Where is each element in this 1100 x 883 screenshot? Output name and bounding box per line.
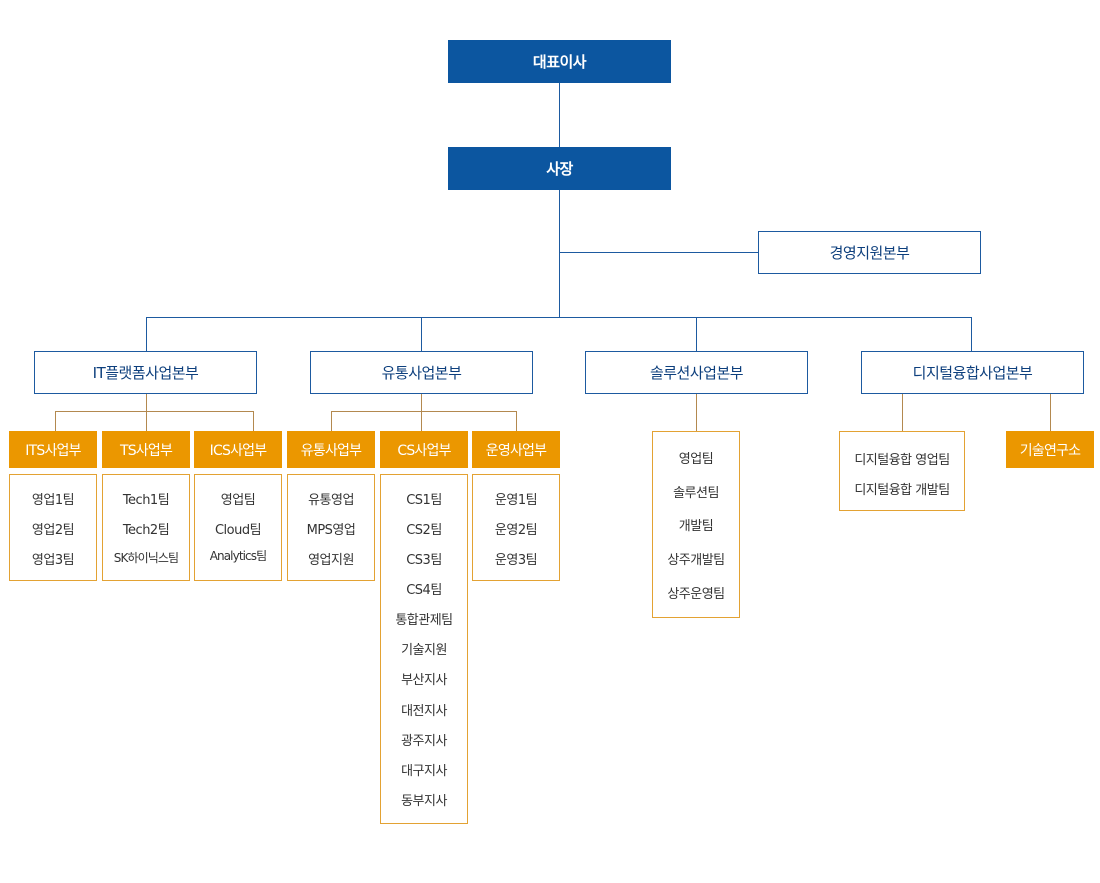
team-item: 광주지사 bbox=[401, 734, 447, 749]
connector-distribution-bus bbox=[331, 411, 517, 412]
team-item: CS1팀 bbox=[406, 493, 442, 508]
team-item: 영업팀 bbox=[220, 493, 256, 508]
team-item: 기술지원 bbox=[401, 643, 447, 658]
team-item: 상주개발팀 bbox=[667, 553, 725, 568]
team-list-its: 영업1팀 영업2팀 영업3팀 bbox=[9, 474, 97, 581]
department-cs: CS사업부 bbox=[380, 431, 468, 468]
connector-ts-dept bbox=[146, 411, 147, 432]
department-ts: TS사업부 bbox=[102, 431, 190, 468]
team-item: Cloud팀 bbox=[214, 523, 262, 538]
connector-digital-lab bbox=[1050, 393, 1051, 432]
connector-division-it bbox=[146, 317, 147, 352]
team-item: 운영1팀 bbox=[494, 493, 538, 508]
team-item: CS2팀 bbox=[406, 523, 442, 538]
support-division-box: 경영지원본부 bbox=[758, 231, 981, 274]
department-tech-lab: 기술연구소 bbox=[1006, 431, 1094, 468]
team-item: 영업지원 bbox=[308, 553, 354, 568]
president-box: 사장 bbox=[448, 147, 671, 190]
team-item: 운영3팀 bbox=[494, 553, 538, 568]
team-item: 영업2팀 bbox=[31, 523, 75, 538]
division-digital-convergence: 디지털융합사업본부 bbox=[861, 351, 1084, 394]
team-item: 부산지사 bbox=[401, 673, 447, 688]
team-item: 디지털융합 영업팀 bbox=[854, 453, 950, 468]
department-retail: 유통사업부 bbox=[287, 431, 375, 468]
team-list-digital: 디지털융합 영업팀 디지털융합 개발팀 bbox=[839, 431, 965, 511]
connector-its-dept bbox=[55, 411, 56, 432]
team-item: 대구지사 bbox=[401, 764, 447, 779]
connector-division-digital bbox=[971, 317, 972, 352]
team-list-operation: 운영1팀 운영2팀 운영3팀 bbox=[472, 474, 560, 581]
team-item: 영업3팀 bbox=[31, 553, 75, 568]
team-item: 상주운영팀 bbox=[667, 587, 725, 602]
team-item: 영업1팀 bbox=[31, 493, 75, 508]
ceo-box: 대표이사 bbox=[448, 40, 671, 83]
connector-digital-teams bbox=[902, 393, 903, 432]
team-item: 유통영업 bbox=[308, 493, 354, 508]
connector-ceo-president bbox=[559, 82, 560, 148]
connector-division-solution bbox=[696, 317, 697, 352]
connector-retail-dept bbox=[331, 411, 332, 432]
team-item: SK하이닉스팀 bbox=[113, 551, 179, 565]
team-item: 디지털융합 개발팀 bbox=[854, 483, 950, 498]
team-item: 솔루션팀 bbox=[673, 486, 719, 501]
team-item: 통합관제팀 bbox=[395, 613, 453, 628]
connector-cs-dept bbox=[421, 411, 422, 432]
team-item: Tech2팀 bbox=[122, 523, 170, 538]
team-item: Tech1팀 bbox=[122, 493, 170, 508]
team-item: CS4팀 bbox=[406, 583, 442, 598]
connector-ics-dept bbox=[253, 411, 254, 432]
team-item: Analytics팀 bbox=[209, 549, 267, 563]
team-list-solution: 영업팀 솔루션팀 개발팀 상주개발팀 상주운영팀 bbox=[652, 431, 740, 618]
team-list-cs: CS1팀 CS2팀 CS3팀 CS4팀 통합관제팀 기술지원 부산지사 대전지사… bbox=[380, 474, 468, 824]
connector-it-bus bbox=[55, 411, 254, 412]
department-its: ITS사업부 bbox=[9, 431, 97, 468]
connector-distribution-down bbox=[421, 393, 422, 412]
connector-solution-down bbox=[696, 393, 697, 432]
division-solution: 솔루션사업본부 bbox=[585, 351, 808, 394]
division-distribution: 유통사업본부 bbox=[310, 351, 533, 394]
team-item: 동부지사 bbox=[401, 794, 447, 809]
team-item: CS3팀 bbox=[406, 553, 442, 568]
team-item: 개발팀 bbox=[678, 519, 714, 534]
team-list-ics: 영업팀 Cloud팀 Analytics팀 bbox=[194, 474, 282, 581]
department-operation: 운영사업부 bbox=[472, 431, 560, 468]
team-item: 운영2팀 bbox=[494, 523, 538, 538]
department-ics: ICS사업부 bbox=[194, 431, 282, 468]
connector-divisions-bus bbox=[146, 317, 972, 318]
connector-it-down bbox=[146, 393, 147, 412]
team-list-retail: 유통영업 MPS영업 영업지원 bbox=[287, 474, 375, 581]
connector-division-distribution bbox=[421, 317, 422, 352]
team-item: 대전지사 bbox=[401, 704, 447, 719]
team-item: 영업팀 bbox=[678, 452, 714, 467]
division-it-platform: IT플랫폼사업본부 bbox=[34, 351, 257, 394]
team-item: MPS영업 bbox=[306, 523, 356, 538]
connector-operation-dept bbox=[516, 411, 517, 432]
connector-support-branch bbox=[559, 252, 759, 253]
connector-president-trunk bbox=[559, 189, 560, 318]
team-list-ts: Tech1팀 Tech2팀 SK하이닉스팀 bbox=[102, 474, 190, 581]
